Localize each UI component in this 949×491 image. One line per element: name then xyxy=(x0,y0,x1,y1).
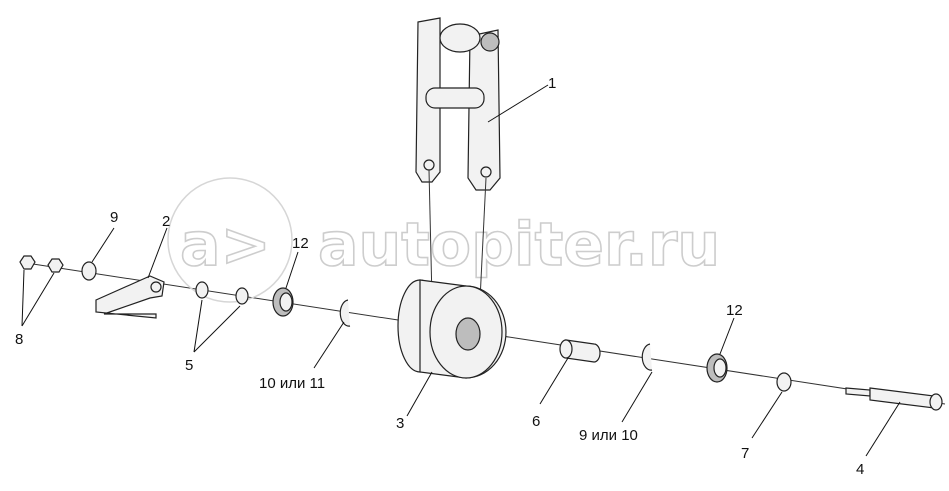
part-bushing-1 xyxy=(195,281,209,299)
callout-2: 2 xyxy=(162,213,170,230)
bearing-left-inner xyxy=(279,292,293,312)
leader-3 xyxy=(406,371,433,417)
bracket-hole-left xyxy=(423,159,435,171)
leader-8a xyxy=(21,269,25,327)
leader-10-or-11 xyxy=(313,321,345,369)
callout-1: 1 xyxy=(548,75,556,92)
bracket-guide-left xyxy=(428,169,433,301)
lever-body xyxy=(95,275,165,319)
part-retaining-ring-left xyxy=(339,299,351,327)
bracket-hole-right xyxy=(480,166,492,178)
bracket-spacer-pin xyxy=(425,87,485,109)
sleeve-end xyxy=(559,339,573,359)
nut-2 xyxy=(47,258,64,273)
part-nuts xyxy=(19,255,64,273)
bracket-top-roller xyxy=(439,23,481,53)
leader-8b xyxy=(21,272,55,327)
axle-head xyxy=(929,393,943,411)
part-sleeve xyxy=(559,339,601,363)
part-axle xyxy=(845,387,943,411)
callout-5: 5 xyxy=(185,357,193,374)
watermark-logo-ring xyxy=(167,177,293,303)
callout-8: 8 xyxy=(15,331,23,348)
leader-12-right xyxy=(719,317,735,355)
callout-9: 9 xyxy=(110,209,118,226)
watermark-site: autopiter.ru xyxy=(318,210,720,280)
callout-12-right: 12 xyxy=(726,302,743,319)
bearing-right-inner xyxy=(713,358,727,378)
leader-4 xyxy=(865,401,901,457)
pulley-bore xyxy=(455,317,481,351)
lever-hole xyxy=(150,281,162,293)
bracket-top-bushing xyxy=(480,32,500,52)
leader-5b xyxy=(193,305,241,353)
axle-thread xyxy=(845,387,871,397)
bracket-guide-right xyxy=(479,177,487,301)
leader-2 xyxy=(147,227,168,279)
leader-9-or-10 xyxy=(621,371,653,423)
part-bracket xyxy=(415,17,501,301)
callout-9-or-10: 9 или 10 xyxy=(579,427,638,444)
callout-7: 7 xyxy=(741,445,749,462)
part-washer xyxy=(81,261,97,281)
sleeve-body xyxy=(565,339,601,363)
watermark: a> autopiter.ru xyxy=(167,177,721,303)
nut-1 xyxy=(19,255,36,270)
axle-shaft xyxy=(869,387,935,409)
part-washer-small xyxy=(776,372,792,392)
leader-9 xyxy=(91,227,115,263)
leader-5a xyxy=(193,299,203,353)
callout-4: 4 xyxy=(856,461,864,478)
leader-12-left xyxy=(285,251,299,289)
callout-3: 3 xyxy=(396,415,404,432)
callout-12-left: 12 xyxy=(292,235,309,252)
part-pulley xyxy=(397,279,507,379)
part-bearing-right xyxy=(706,353,728,383)
callout-6: 6 xyxy=(532,413,540,430)
part-lever xyxy=(95,275,165,319)
leader-1 xyxy=(487,84,549,123)
callout-10-or-11: 10 или 11 xyxy=(259,375,325,392)
part-bearing-left xyxy=(272,287,294,317)
leader-lines xyxy=(21,84,901,457)
part-retaining-ring-right xyxy=(641,343,653,371)
watermark-logo-mark: a> xyxy=(180,210,271,280)
leader-6 xyxy=(539,357,569,405)
part-bushing-2 xyxy=(235,287,249,305)
leader-7 xyxy=(751,391,783,439)
bracket-arm-right xyxy=(467,29,501,191)
